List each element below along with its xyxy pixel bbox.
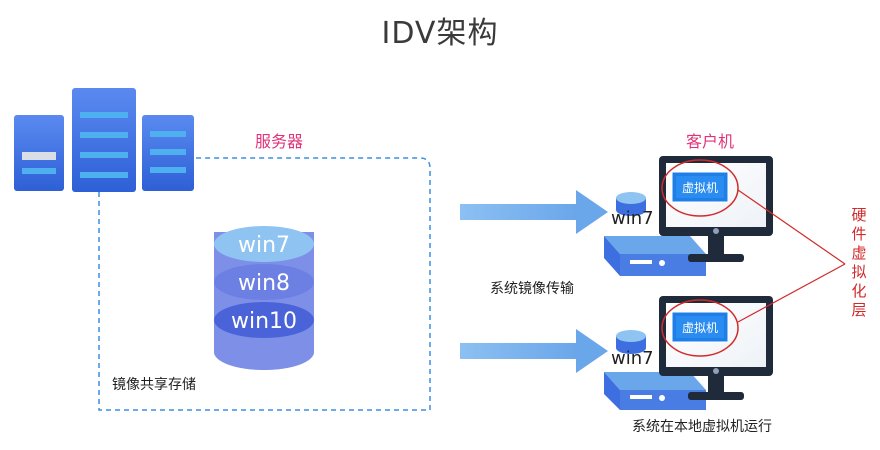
client-label: 客户机 [686,132,735,151]
client-2-vm-window: 虚拟机 [671,311,729,343]
client-2-vm-highlight [661,299,739,357]
transfer-arrow-bottom-icon [460,329,608,373]
transfer-label: 系统镜像传输 [490,281,574,297]
client-2: win7 虚拟机 [604,296,773,410]
hardware-virtualization-label: 硬件虚拟化层 [851,206,867,319]
local-run-label: 系统在本地虚拟机运行 [632,419,772,435]
storage-image-win7: win7 [238,233,290,258]
image-storage-database-icon: win7 win8 win10 [214,226,314,370]
client-2-pc-case-icon [604,372,706,410]
page-title: IDV架构 [381,16,499,51]
storage-image-win8: win8 [238,271,290,296]
transfer-arrow-top-icon [460,190,608,234]
server-label: 服务器 [255,132,304,151]
client-1: win7 虚拟机 [604,156,773,276]
client-1-os-label: win7 [611,208,654,229]
server-rack-icon [14,88,194,192]
client-1-pc-case-icon [604,236,706,276]
client-2-os-label: win7 [611,348,654,369]
client-1-vm-label: 虚拟机 [682,181,718,195]
client-1-vm-highlight [661,159,739,217]
client-2-disk-icon [616,330,646,354]
hw-connector-top [737,189,846,265]
client-1-vm-window: 虚拟机 [671,171,729,203]
client-1-disk-icon [616,192,646,216]
storage-label: 镜像共享存储 [112,377,196,393]
storage-image-win10: win10 [231,309,297,334]
hw-connector-bottom [737,263,846,323]
client-2-vm-label: 虚拟机 [682,321,718,335]
